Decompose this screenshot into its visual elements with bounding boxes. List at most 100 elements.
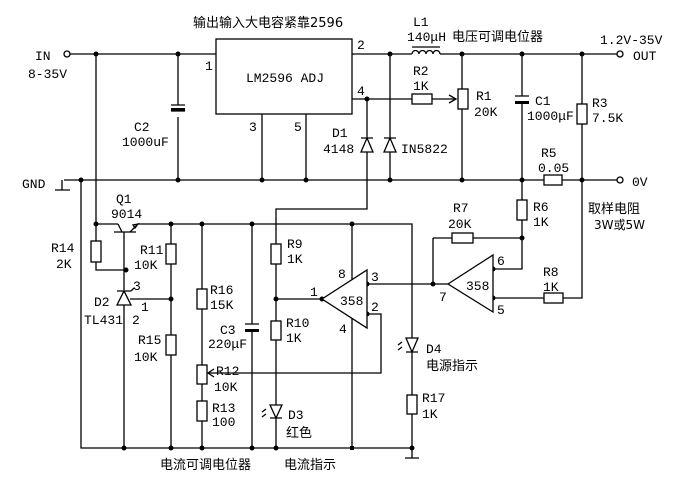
ic-pin-4: 4 bbox=[357, 84, 365, 99]
r15-value: 10K bbox=[134, 350, 158, 365]
resistor-r15 bbox=[165, 334, 177, 356]
d2-name: D2 bbox=[94, 295, 110, 310]
d2-value: TL431 bbox=[84, 313, 123, 328]
opamp1-pin-4: 4 bbox=[339, 322, 347, 337]
in5822-name: IN5822 bbox=[401, 142, 448, 157]
ic-pin-2: 2 bbox=[357, 38, 365, 53]
resistor-r13 bbox=[196, 400, 208, 422]
ic-name: LM2596 ADJ bbox=[246, 71, 324, 86]
opamp-2 bbox=[446, 253, 494, 314]
d3-name: D3 bbox=[288, 408, 304, 423]
resistor-r14 bbox=[90, 240, 102, 263]
diodes bbox=[115, 136, 419, 420]
ic-pin-1: 1 bbox=[205, 59, 213, 74]
c1-value: 1000μF bbox=[527, 109, 574, 124]
output-label: OUT bbox=[633, 49, 657, 64]
c1-name: C1 bbox=[535, 94, 551, 109]
r8-name: R8 bbox=[543, 265, 559, 280]
resistor-r6 bbox=[516, 199, 528, 221]
lm2596-chip bbox=[215, 38, 353, 115]
title-note: 输出输入大电容紧靠2596 bbox=[193, 15, 343, 31]
zero-volt-terminal bbox=[616, 176, 624, 184]
resistor-r17 bbox=[406, 394, 418, 415]
resistor-r7 bbox=[451, 232, 474, 244]
r5-name: R5 bbox=[541, 146, 557, 161]
ic-pin-5: 5 bbox=[294, 120, 302, 135]
resistor-r3 bbox=[576, 103, 588, 125]
d2-pin-2: 2 bbox=[132, 313, 140, 328]
r12-name: R12 bbox=[216, 364, 239, 379]
opamp1-pin-3: 3 bbox=[371, 270, 379, 285]
r17-value: 1K bbox=[422, 407, 438, 422]
c3-name: C3 bbox=[220, 323, 236, 338]
wires bbox=[55, 53, 617, 459]
q1-name: Q1 bbox=[116, 192, 132, 207]
d3-note: 红色 bbox=[286, 425, 312, 441]
d1-name: D1 bbox=[332, 126, 348, 141]
r9-name: R9 bbox=[287, 237, 303, 252]
opamp1-name: 358 bbox=[340, 294, 363, 309]
input-terminal bbox=[63, 50, 71, 58]
opamp1-pin-2: 2 bbox=[371, 300, 379, 315]
input-label: IN bbox=[35, 49, 51, 64]
r6-value: 1K bbox=[533, 215, 549, 230]
r6-name: R6 bbox=[533, 200, 549, 215]
r11-value: 10K bbox=[134, 258, 158, 273]
transistor-q1 bbox=[114, 223, 140, 233]
r13-value: 100 bbox=[212, 415, 235, 430]
output-range: 1.2V-35V bbox=[600, 33, 663, 48]
r2-value: 1K bbox=[413, 79, 429, 94]
c3-value: 220μF bbox=[208, 337, 247, 352]
resistor-r10 bbox=[270, 320, 282, 341]
d1-value: 4148 bbox=[323, 142, 354, 157]
ic-pin-3: 3 bbox=[249, 120, 257, 135]
r10-name: R10 bbox=[286, 316, 309, 331]
r1-name: R1 bbox=[476, 89, 492, 104]
opamp2-name: 358 bbox=[466, 279, 489, 294]
output-terminal bbox=[616, 50, 624, 58]
r7-value: 20K bbox=[448, 217, 472, 232]
r3-value: 7.5K bbox=[592, 111, 623, 126]
r14-value: 2K bbox=[56, 257, 72, 272]
r9-value: 1K bbox=[287, 252, 303, 267]
r15-name: R15 bbox=[138, 333, 161, 348]
r2-name: R2 bbox=[413, 64, 429, 79]
potentiometer-r1 bbox=[457, 88, 469, 110]
gnd-label: GND bbox=[22, 177, 46, 192]
d2-pin-3: 3 bbox=[133, 279, 141, 294]
d4-name: D4 bbox=[426, 342, 442, 357]
r14-name: R14 bbox=[51, 241, 75, 256]
current-indicator-note: 电流指示 bbox=[284, 458, 336, 473]
r11-name: R11 bbox=[140, 243, 164, 258]
inductor-l1 bbox=[411, 46, 441, 55]
r3-name: R3 bbox=[592, 96, 608, 111]
opamp-1 bbox=[320, 268, 368, 330]
r12-value: 10K bbox=[214, 380, 238, 395]
input-range: 8-35V bbox=[28, 67, 67, 82]
resistors bbox=[90, 88, 588, 422]
d2-pin-1: 1 bbox=[141, 300, 149, 315]
zero-volt-label: 0V bbox=[632, 175, 648, 190]
r13-name: R13 bbox=[212, 401, 235, 416]
resistor-r2 bbox=[411, 93, 433, 105]
sampling-power-note: 3W或5W bbox=[594, 218, 645, 232]
resistor-r11 bbox=[165, 243, 177, 265]
opamp2-pin-7: 7 bbox=[439, 290, 447, 305]
resistor-r5 bbox=[543, 174, 563, 186]
r5-value: 0.05 bbox=[538, 161, 569, 176]
d4-note: 电源指示 bbox=[426, 359, 478, 374]
resistor-r16 bbox=[196, 288, 208, 310]
capacitors bbox=[171, 95, 529, 332]
r1-value: 20K bbox=[474, 105, 498, 120]
opamp1-pin-8: 8 bbox=[338, 267, 346, 282]
c2-value: 1000uF bbox=[122, 135, 169, 150]
sampling-resistor-note: 取样电阻 bbox=[588, 202, 640, 217]
opamp2-pin-5: 5 bbox=[497, 303, 505, 318]
opamp1-pin-1: 1 bbox=[310, 285, 318, 300]
r17-name: R17 bbox=[422, 391, 445, 406]
current-pot-note: 电流可调电位器 bbox=[160, 458, 251, 473]
l1-value: 140μH bbox=[407, 30, 446, 45]
l1-name: L1 bbox=[413, 15, 429, 30]
